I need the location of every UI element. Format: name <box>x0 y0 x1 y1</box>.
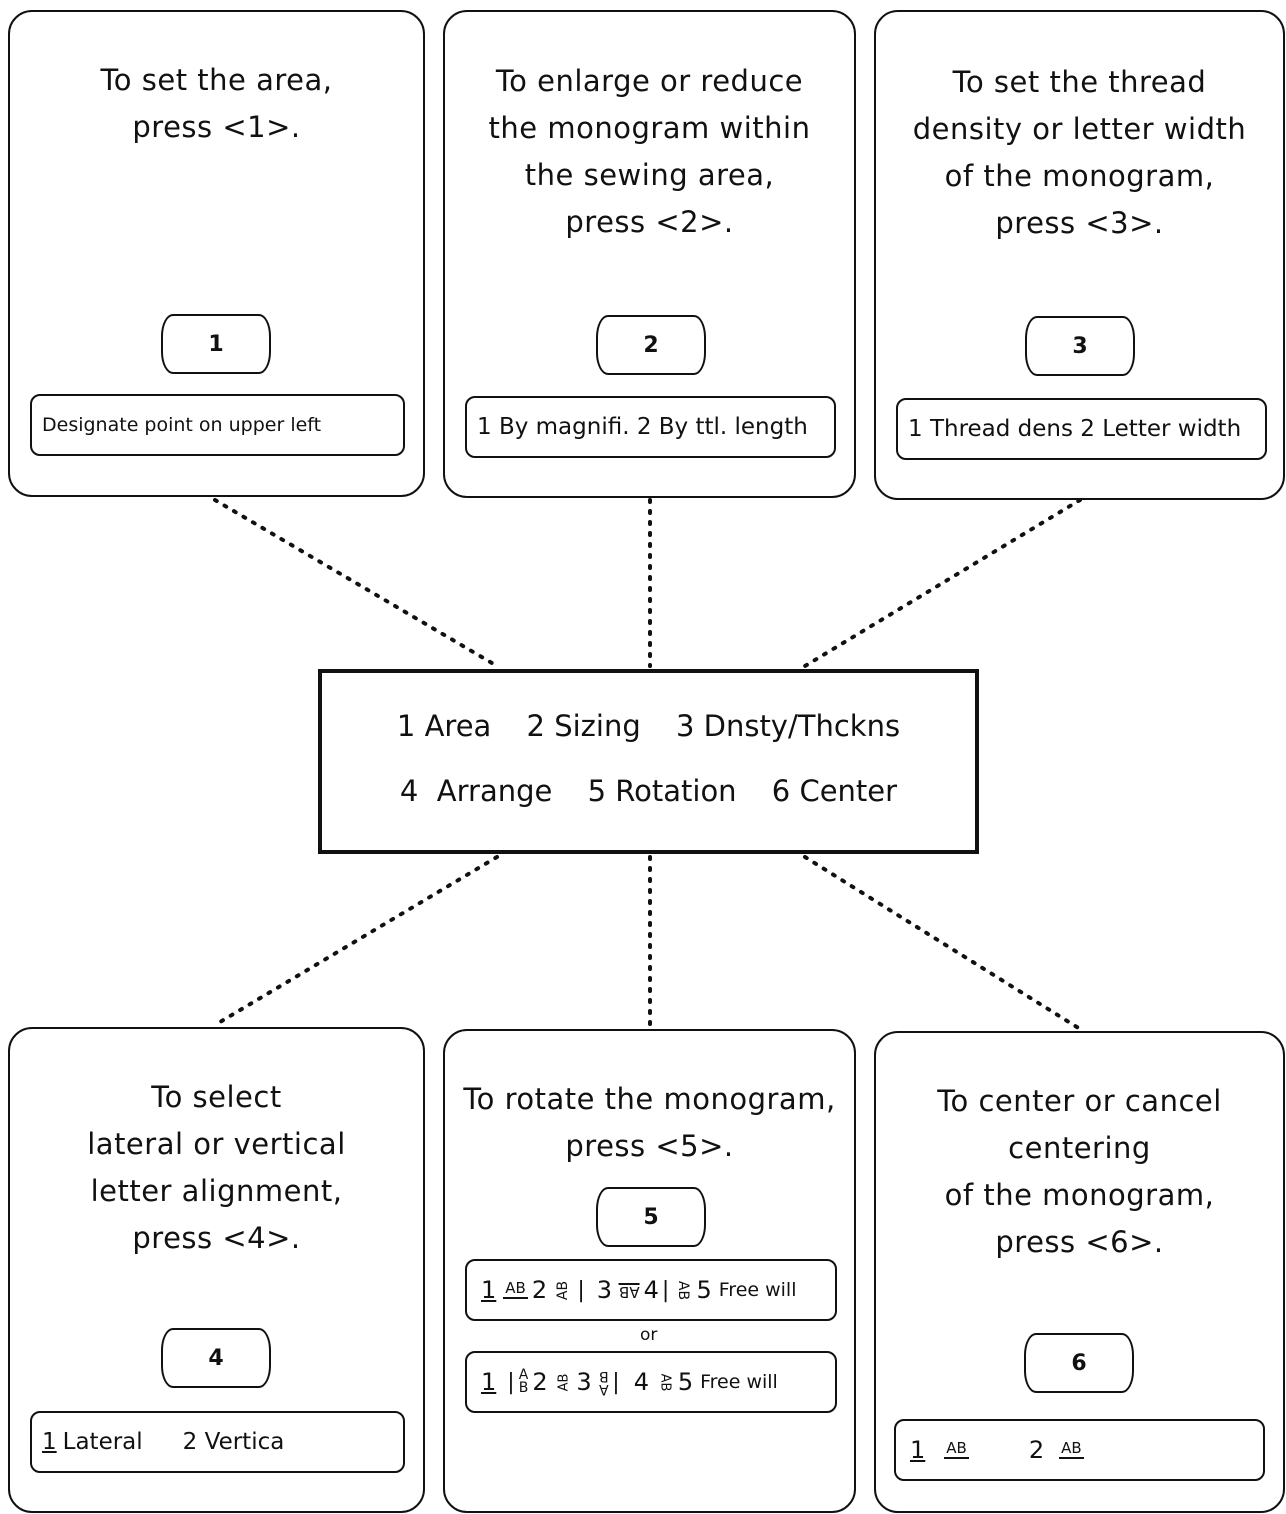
panel-sizing-instructions: To enlarge or reduce the monogram within… <box>488 64 811 239</box>
main-menu-display: 1 Area 2 Sizing 3 Dnsty/Thckns 4 Arrange… <box>318 669 979 854</box>
key-4-button[interactable]: 4 <box>161 1328 271 1388</box>
rotate-180-ab-icon: AB <box>619 1282 640 1301</box>
menu-item-sizing[interactable]: 2 Sizing <box>526 709 641 743</box>
key-6-button[interactable]: 6 <box>1024 1333 1134 1393</box>
panel-area-instructions: To set the area, press <1>. <box>100 63 333 144</box>
menu-item-rotation[interactable]: 5 Rotation <box>587 774 737 808</box>
panel-arrange: To select lateral or vertical letter ali… <box>8 1027 425 1513</box>
panel-sizing: To enlarge or reduce the monogram within… <box>443 10 856 498</box>
rotate-lateral-reverse-ab-icon: AB <box>657 1373 673 1391</box>
lcd-sizing-display: 1 By magnifi. 2 By ttl. length <box>465 396 836 458</box>
rotate-lateral-ab-icon: AB <box>556 1373 571 1391</box>
panel-area: To set the area, press <1>. 1 Designate … <box>8 10 425 497</box>
key-2-button[interactable]: 2 <box>596 315 706 375</box>
menu-item-arrange[interactable]: 4 Arrange <box>399 774 553 808</box>
connector-area <box>213 498 499 668</box>
left-aligned-ab-icon: AB <box>1059 1438 1084 1459</box>
panel-density: To set the thread density or letter widt… <box>874 10 1285 500</box>
connector-density <box>803 498 1082 668</box>
key-3-button[interactable]: 3 <box>1025 316 1135 376</box>
or-label: or <box>640 1325 658 1345</box>
panel-rotation-instructions: To rotate the monogram, press <5>. <box>463 1082 836 1163</box>
centered-ab-icon: AB <box>944 1438 969 1459</box>
menu-item-center[interactable]: 6 Center <box>771 774 898 808</box>
menu-item-area[interactable]: 1 Area <box>396 709 492 743</box>
key-1-button[interactable]: 1 <box>161 314 271 374</box>
rotate-270-ab-icon: AB <box>675 1280 692 1300</box>
menu-item-density[interactable]: 3 Dnsty/Thckns <box>675 709 901 743</box>
lcd-density-display: 1 Thread dens 2 Letter width <box>896 398 1267 460</box>
lcd-rotation-display-a: 1 AB 2 AB | 3 AB 4 | AB 5 Free will <box>465 1259 837 1321</box>
panel-density-instructions: To set the thread density or letter widt… <box>912 65 1247 240</box>
connector-center <box>803 855 1082 1031</box>
rotate-90-ab-icon: AB <box>555 1280 572 1300</box>
panel-rotation: To rotate the monogram, press <5>. 5 1 A… <box>443 1029 856 1513</box>
panel-center: To center or cancel centering of the mon… <box>874 1031 1285 1513</box>
panel-arrange-instructions: To select lateral or vertical letter ali… <box>87 1080 346 1255</box>
lcd-area-display: Designate point on upper left <box>30 394 405 456</box>
main-menu-row-2: 4 Arrange 5 Rotation 6 Center <box>322 774 975 808</box>
panel-center-instructions: To center or cancel centering of the mon… <box>937 1084 1222 1259</box>
main-menu-row-1: 1 Area 2 Sizing 3 Dnsty/Thckns <box>322 709 975 743</box>
connector-arrange <box>213 855 499 1027</box>
lateral-ab-icon: AB <box>503 1278 528 1299</box>
key-5-button[interactable]: 5 <box>596 1187 706 1247</box>
lcd-arrange-display: 1 Lateral 2 Vertica <box>30 1411 405 1473</box>
lcd-center-display: 1 AB 2 AB <box>894 1419 1265 1481</box>
